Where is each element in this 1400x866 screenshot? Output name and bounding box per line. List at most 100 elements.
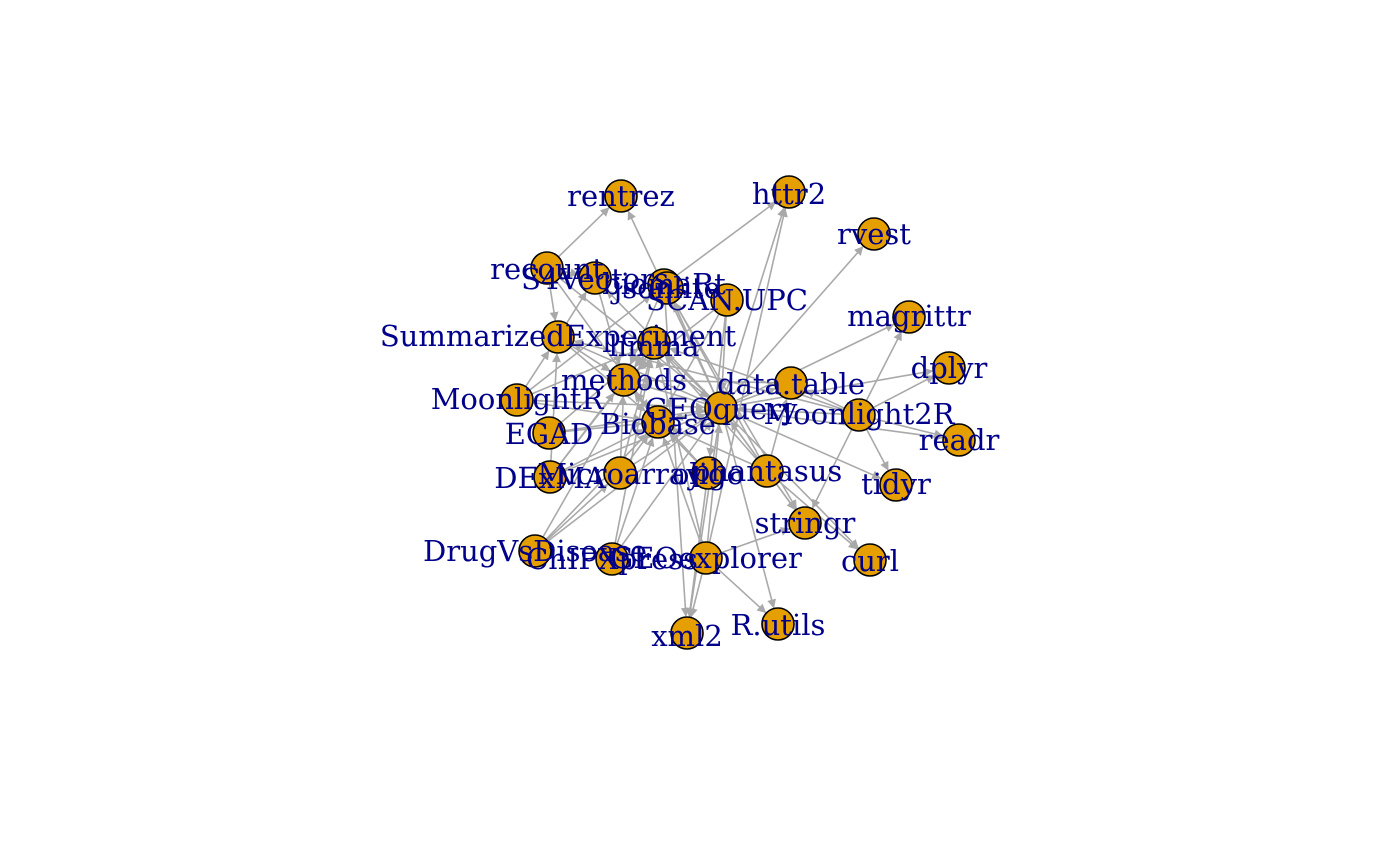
node-stringr: [788, 506, 822, 540]
edge-moonlight2r-to-dplyr: [872, 375, 935, 409]
node-moonlightr: [500, 383, 534, 417]
edge-recount-to-rentrez: [557, 207, 610, 258]
edge-geoexplorer-to-r-utils: [717, 568, 767, 614]
node-egad: [532, 416, 566, 450]
node-label-oligo: oligo: [672, 457, 744, 491]
node-label-rentrez: rentrez: [567, 179, 675, 213]
node-label-moonlight2r: Moonlight2R: [763, 397, 955, 431]
node-label-biomart: biomaRt: [602, 267, 726, 301]
node-data-table: [774, 366, 808, 400]
node-s4vectors: [578, 261, 612, 295]
edge-summarizedexperiment-to-methods: [570, 345, 611, 372]
node-limma: [637, 326, 671, 360]
node-label-readr: readr: [919, 423, 1000, 457]
edge-scan-upc-to-geoquery: [717, 315, 727, 392]
edge-microarray-to-biobase: [628, 434, 649, 461]
edge-biobase-to-methods: [634, 392, 649, 411]
edge-geoexplorer-to-biobase: [662, 437, 702, 544]
node-label-dplyr: dplyr: [911, 351, 988, 385]
node-methods: [607, 363, 641, 397]
node-label-geoquery: GEOquery: [645, 392, 798, 426]
edge-moonlight2r-to-data-table: [805, 389, 845, 409]
node-dplyr: [932, 351, 966, 385]
node-rvest: [857, 217, 891, 251]
node-biobase: [641, 405, 675, 439]
edge-recount-to-s4vectors: [562, 268, 580, 278]
edge-moonlight2r-to-summarizedexperiment: [573, 338, 844, 412]
edge-drugvsdisease-to-microarray: [546, 483, 609, 541]
edge-geoquery-to-rvest: [730, 246, 864, 397]
nodes-layer: [500, 175, 976, 650]
node-label-limma: limma: [609, 329, 700, 363]
edge-summarizedexperiment-to-s4vectors: [565, 291, 587, 324]
edge-geoquery-to-httr2: [725, 207, 786, 393]
node-microarray: [603, 456, 637, 490]
edge-geoexplorer-to-httr2: [708, 207, 788, 543]
node-oligo: [691, 456, 725, 490]
edge-moonlight2r-to-tidyr: [865, 428, 889, 471]
node-label-rvest: rvest: [837, 217, 911, 251]
node-geoquery: [704, 391, 738, 425]
edge-geoexplorer-to-stringr: [720, 527, 790, 554]
node-label-r-utils: R.utils: [731, 608, 826, 642]
edge-scan-upc-to-biobase: [665, 313, 720, 408]
edge-data-table-to-methods: [640, 375, 776, 385]
node-geoexplorer: [689, 541, 723, 575]
node-recount: [530, 251, 564, 285]
node-label-biobase: Biobase: [600, 407, 716, 441]
edge-moonlight2r-to-magrittr: [865, 331, 903, 402]
edge-chipxpress-to-limma: [614, 358, 654, 544]
node-label-httr2: httr2: [752, 177, 826, 211]
edge-biomart-to-httr2: [676, 201, 777, 277]
node-label-scan-upc: SCAN.UPC: [646, 283, 808, 317]
edge-geoquery-to-r-utils: [724, 423, 776, 609]
node-label-magrittr: magrittr: [847, 299, 971, 333]
edge-moonlight2r-to-limma: [669, 347, 845, 411]
edge-moonlightr-to-summarizedexperiment: [525, 350, 550, 388]
node-httr2: [772, 175, 806, 209]
node-label-xml2: xml2: [651, 619, 723, 653]
node-drugvsdisease: [518, 534, 552, 568]
edge-scan-upc-to-oligo: [706, 315, 727, 457]
node-dexma: [533, 460, 567, 494]
labels-layer: rentrez httr2 rvest recountS4VectorsbiomaRt…: [380, 177, 1000, 653]
edge-geoexplorer-to-limma: [655, 358, 703, 543]
node-chipxpress: [595, 542, 629, 576]
node-r-utils: [761, 607, 795, 641]
node-label-moonlightr: MoonlightR: [431, 382, 605, 416]
node-rentrez: [604, 179, 638, 213]
node-label-recount: recount: [490, 252, 604, 286]
node-label-phantasus: phantasus: [692, 454, 843, 488]
edge-geoquery-to-dplyr: [736, 367, 934, 406]
edge-geoquery-to-summarizedexperiment: [572, 342, 707, 403]
node-label-jsonlite: jsonlite: [610, 271, 720, 305]
edge-biomart-to-xml2: [664, 300, 690, 617]
node-xml2: [670, 616, 704, 650]
edge-geoquery-to-tidyr: [735, 413, 882, 480]
node-label-s4vectors: S4Vectors: [521, 262, 669, 296]
edge-chipxpress-to-geoquery: [620, 421, 712, 547]
edge-moonlightr-to-biomart: [529, 294, 652, 391]
node-phantasus: [750, 454, 784, 488]
node-tidyr: [879, 468, 913, 502]
node-label-curl: curl: [841, 544, 899, 578]
edge-s4vectors-to-methods: [598, 293, 622, 365]
node-label-methods: methods: [561, 363, 687, 397]
edge-geoquery-to-magrittr: [735, 323, 895, 402]
node-label-stringr: stringr: [755, 506, 856, 540]
node-moonlight2r: [842, 398, 876, 432]
node-magrittr: [892, 300, 926, 334]
edge-geoquery-to-jsonlite: [673, 302, 716, 394]
node-curl: [853, 543, 887, 577]
edge-microarray-to-methods: [618, 396, 628, 458]
node-label-tidyr: tidyr: [861, 467, 931, 501]
edge-drugvsdisease-to-biobase: [545, 433, 647, 540]
node-label-data-table: data.table: [717, 367, 865, 401]
edge-moonlight2r-to-stringr: [811, 428, 853, 509]
node-label-chipxpress: ChIPXpress: [526, 542, 698, 576]
node-scan-upc: [710, 283, 744, 317]
edge-geoquery-to-curl: [731, 418, 859, 549]
edge-phantasus-to-data-table: [770, 398, 789, 456]
edge-moonlight2r-to-readr: [874, 418, 944, 439]
